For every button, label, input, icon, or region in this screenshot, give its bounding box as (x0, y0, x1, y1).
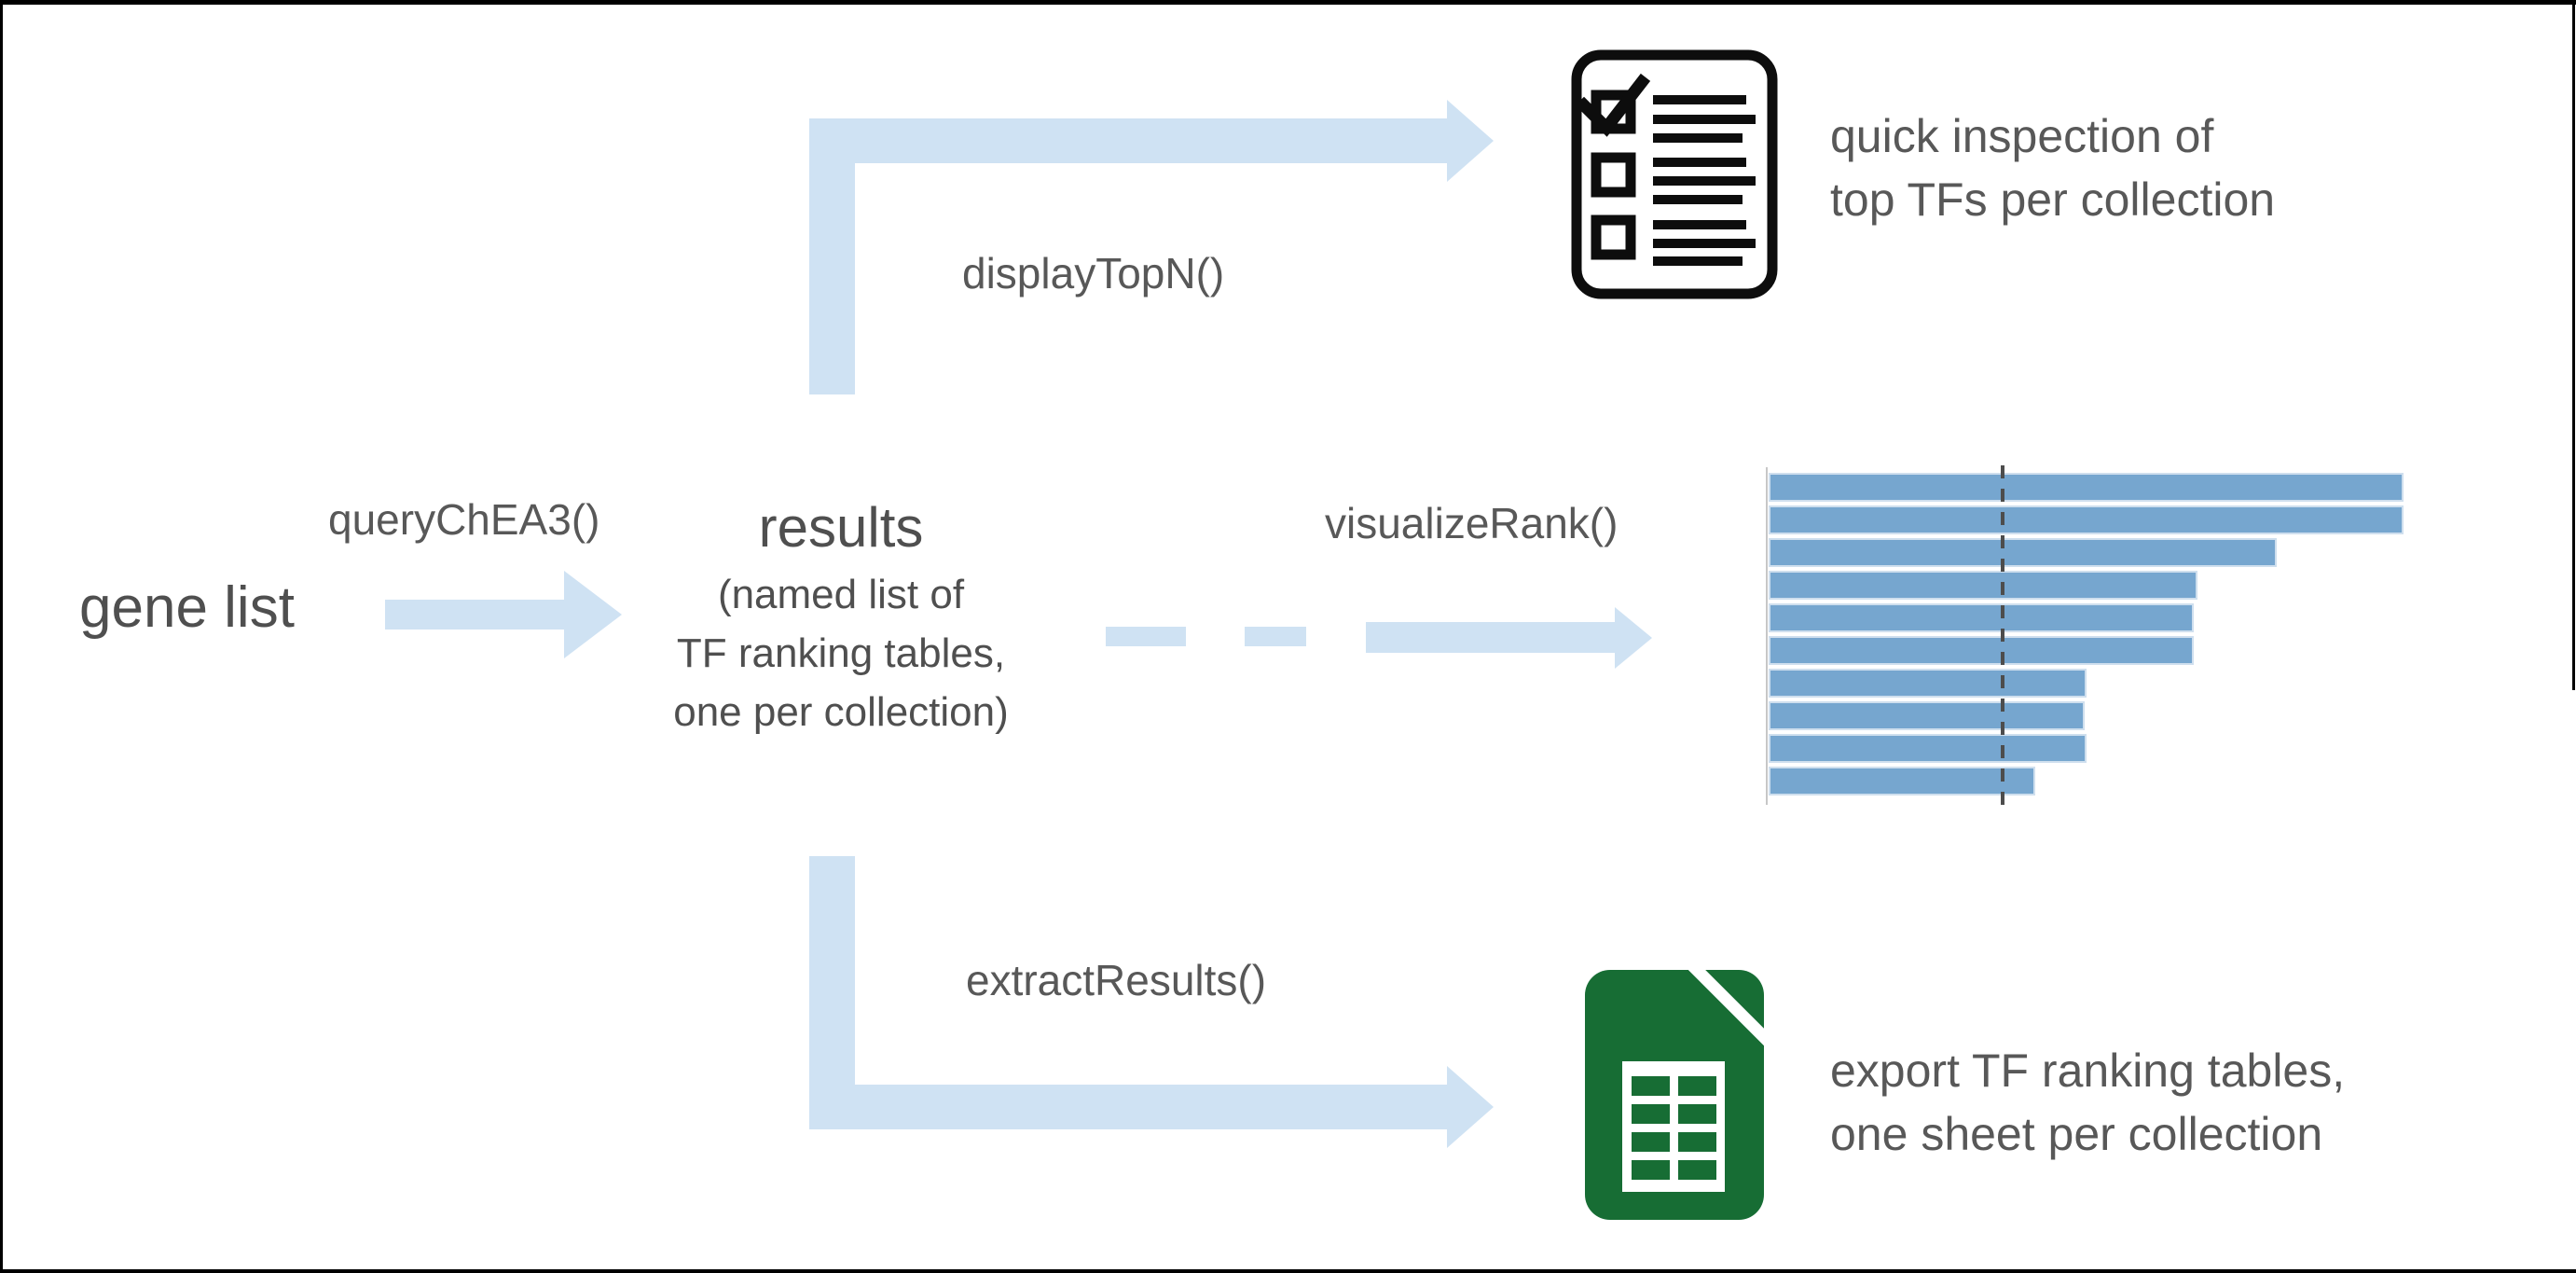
export-caption-line: one sheet per collection (1830, 1108, 2323, 1160)
export-caption: export TF ranking tables, one sheet per … (1830, 1039, 2345, 1166)
checklist-icon (1571, 49, 1778, 299)
rank-bar (1769, 603, 2195, 632)
rank-bar (1769, 734, 2087, 763)
inspection-caption-line: top TFs per collection (1830, 173, 2276, 226)
rank-bar (1769, 669, 2087, 698)
chart-reference-line (2001, 465, 2005, 807)
visualize-rank-label: visualizeRank() (1325, 499, 1619, 547)
results-title: results (758, 496, 924, 559)
rank-bar (1769, 473, 2404, 502)
rank-bar (1769, 538, 2277, 567)
results-subtitle-line: TF ranking tables, (676, 630, 1006, 676)
export-caption-line: export TF ranking tables, (1830, 1045, 2346, 1097)
query-chea3-label: queryChEA3() (328, 495, 600, 544)
results-subtitle-line: one per collection) (673, 689, 1009, 735)
rank-bar (1769, 636, 2195, 665)
results-subtitle: (named list of TF ranking tables, one pe… (643, 565, 1039, 741)
gene-list-node: gene list (79, 575, 295, 640)
rank-bar (1769, 571, 2197, 600)
frame-top (0, 0, 2576, 5)
results-node: results (named list of TF ranking tables… (643, 492, 1039, 741)
inspection-caption-line: quick inspection of (1830, 110, 2214, 162)
rank-bar (1769, 767, 2036, 796)
frame-right (2572, 0, 2575, 690)
display-topn-label: displayTopN() (962, 249, 1225, 297)
rank-bar (1769, 701, 2086, 730)
chart-y-axis (1766, 467, 1768, 805)
rank-bar-chart (1766, 465, 2404, 807)
spreadsheet-icon (1585, 970, 1764, 1220)
frame-left (0, 0, 3, 1273)
inspection-caption: quick inspection of top TFs per collecti… (1830, 104, 2275, 231)
extract-results-label: extractResults() (966, 956, 1267, 1004)
frame-bottom (0, 1269, 2576, 1273)
rank-bar (1769, 505, 2404, 534)
results-subtitle-line: (named list of (717, 572, 965, 617)
chart-bars (1769, 473, 2404, 799)
